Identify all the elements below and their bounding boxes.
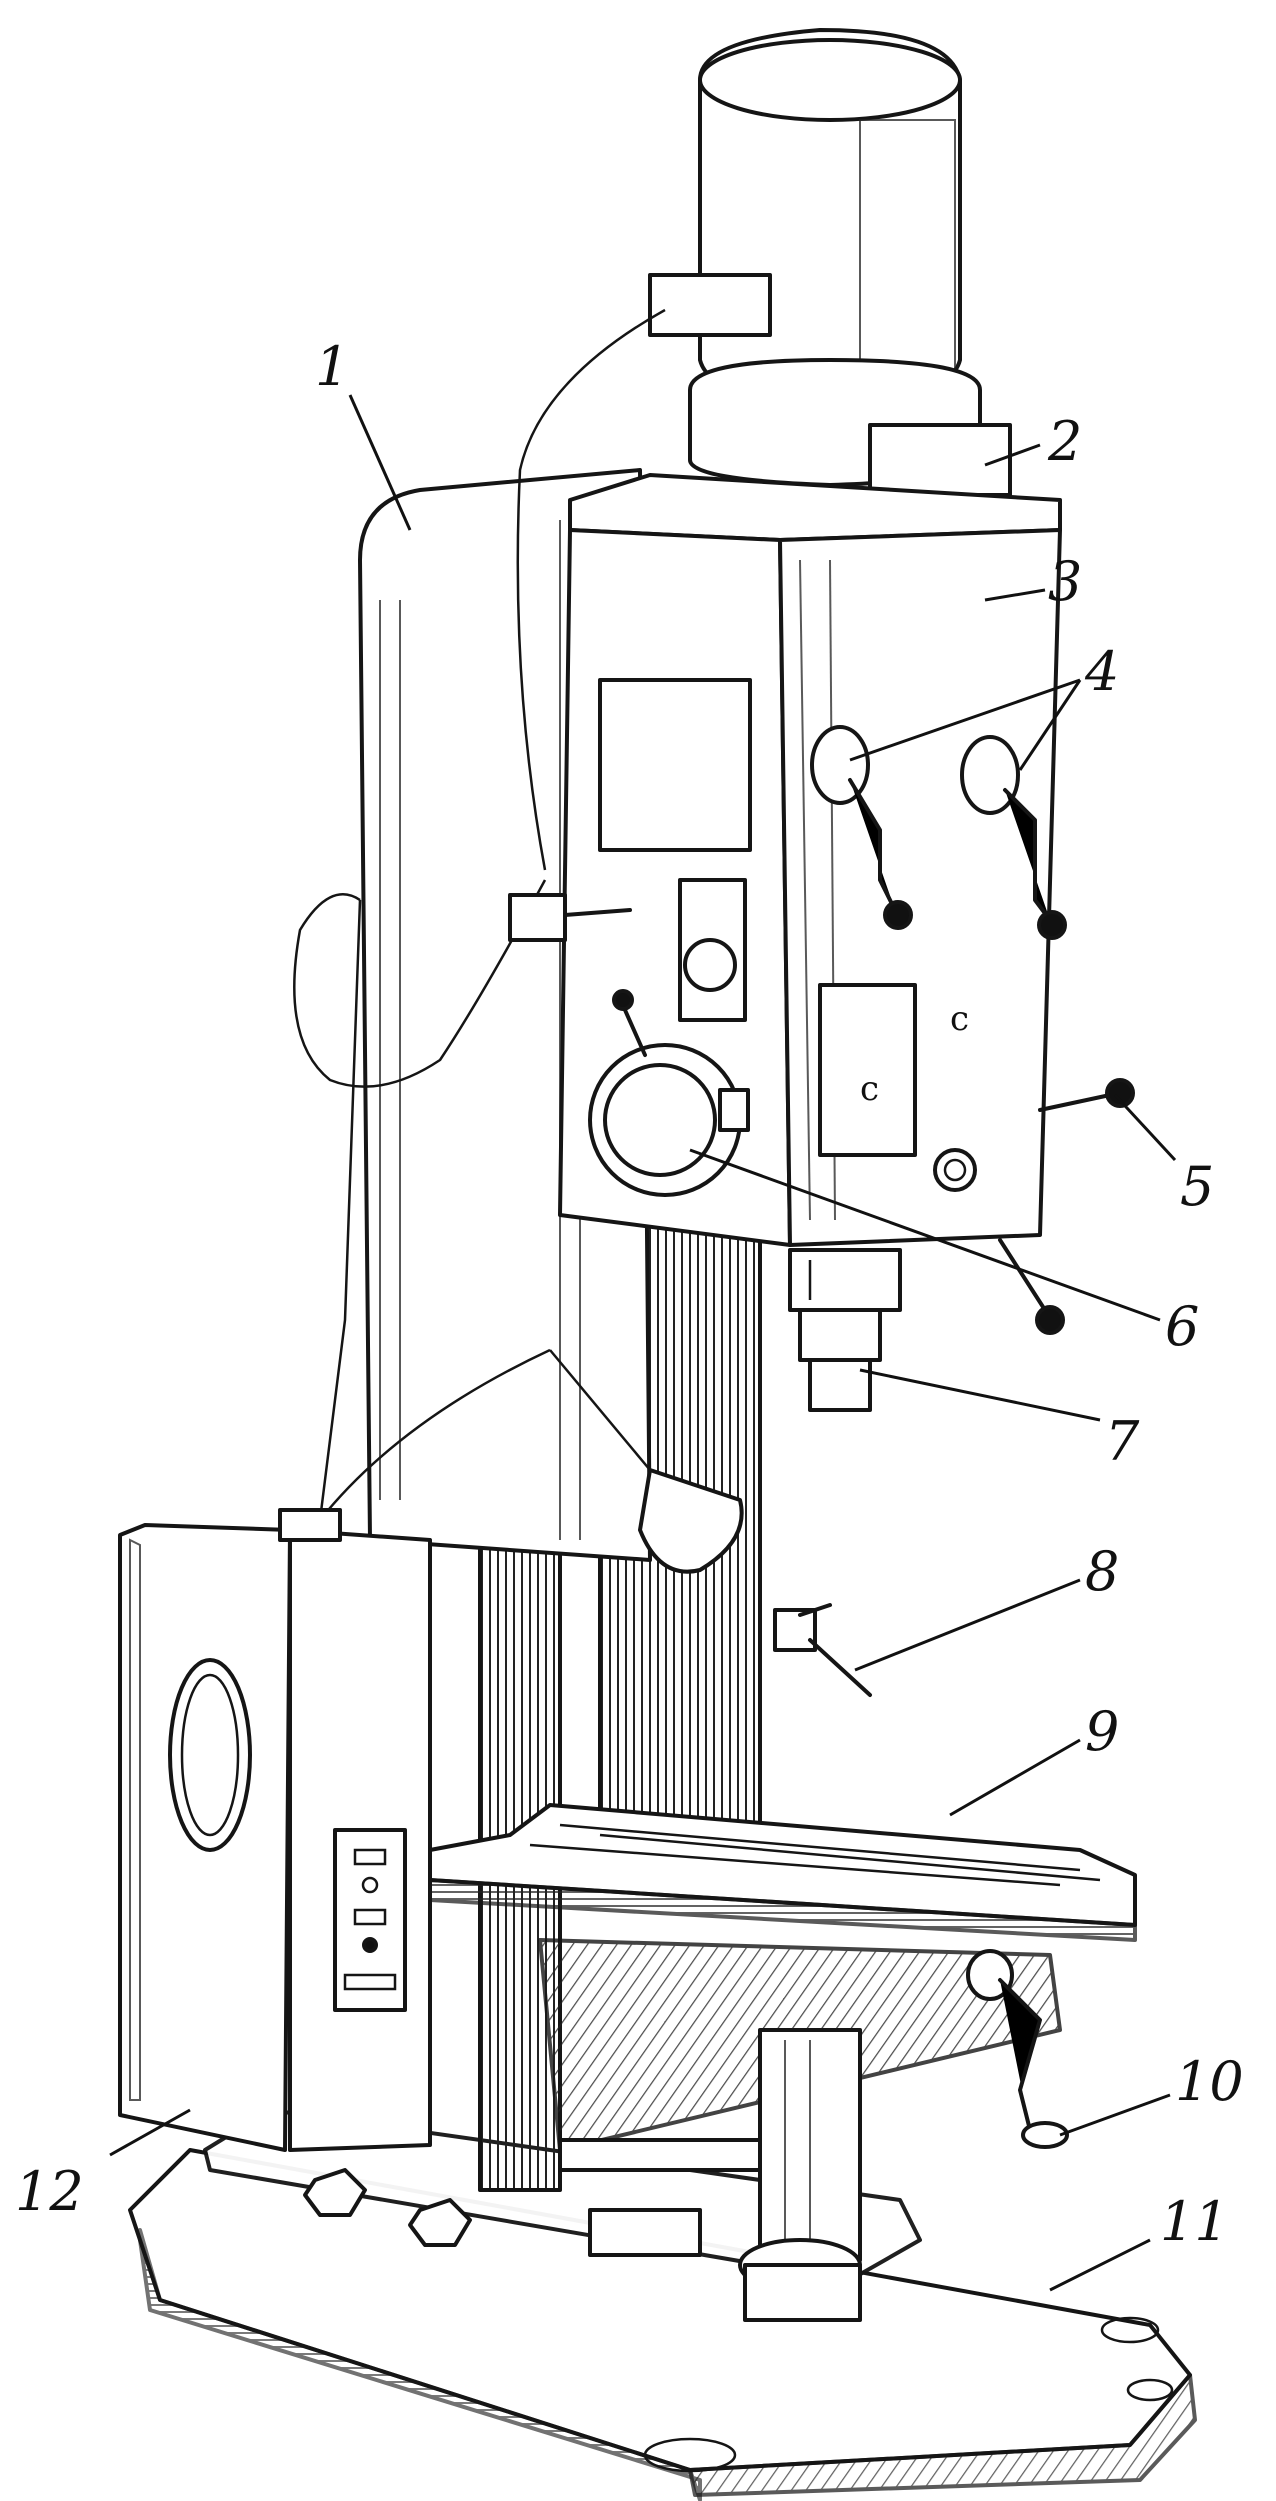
coolant-nozzle xyxy=(773,1603,872,1697)
callout-7: 7 xyxy=(1105,1410,1140,1473)
callout-11: 11 xyxy=(1160,2190,1229,2253)
callout-8: 8 xyxy=(1085,1540,1119,1603)
callout-3: 3 xyxy=(1048,550,1082,613)
base-bolts xyxy=(303,2168,472,2247)
cable xyxy=(293,308,666,1521)
callout-4: 4 xyxy=(1084,640,1119,703)
callout-12: 12 xyxy=(15,2160,84,2223)
panel-mark-lower: c xyxy=(860,1069,879,1109)
table-crank xyxy=(966,1949,1069,2149)
motor xyxy=(648,28,1012,497)
handle-right xyxy=(960,735,1067,940)
callout-leaders xyxy=(109,394,1177,2292)
side-lever xyxy=(1038,1078,1135,1112)
callout-5: 5 xyxy=(1180,1155,1214,1218)
feed-lever xyxy=(998,1238,1065,1335)
electrical-cabinet xyxy=(118,1508,432,2152)
callout-9: 9 xyxy=(1085,1700,1119,1763)
callout-6: 6 xyxy=(1165,1295,1199,1358)
spindle xyxy=(788,1248,902,1412)
headstock: c c xyxy=(558,473,1062,1247)
lamp xyxy=(319,1348,744,1574)
callout-2: 2 xyxy=(1047,410,1082,473)
callout-1: 1 xyxy=(315,335,349,398)
handle-left xyxy=(810,725,913,930)
panel-mark-upper: c xyxy=(950,999,969,1039)
work-table xyxy=(428,1803,1137,2322)
callout-10: 10 xyxy=(1175,2050,1244,2113)
callout-labels: 1 2 3 4 5 6 7 8 9 10 11 12 xyxy=(15,335,1244,2253)
